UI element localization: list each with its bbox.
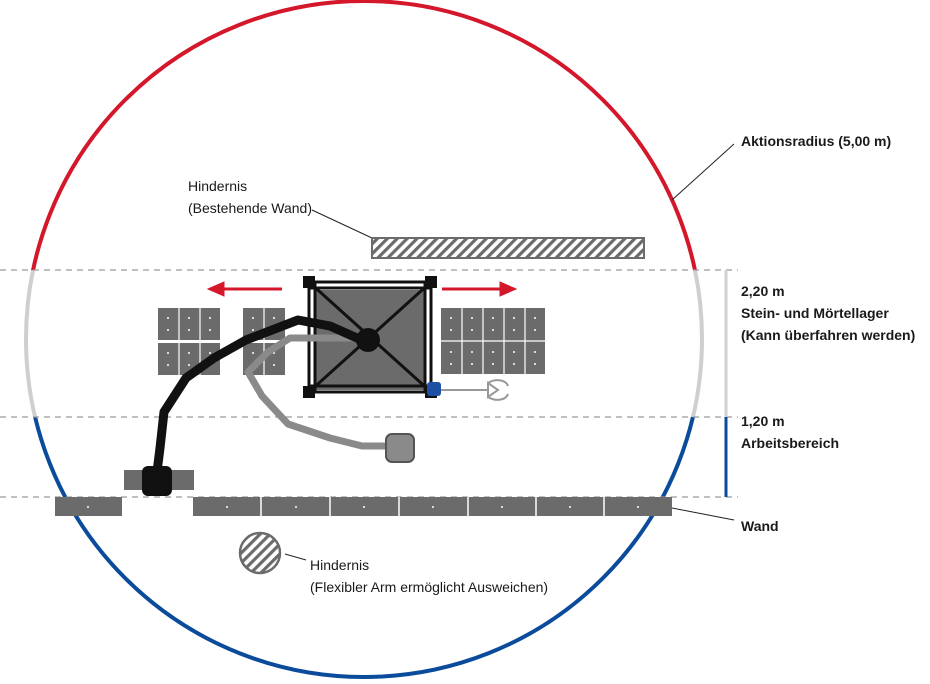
- storage-block-seams-right: [441, 308, 545, 374]
- obstacle-round-leader-line: [284, 553, 307, 561]
- gripper-icon: [124, 466, 194, 496]
- gripper-ghost: [385, 433, 415, 463]
- obstacle-round-title: Hindernis: [310, 557, 370, 573]
- work-dimension-label: 1,20 m: [741, 413, 785, 429]
- obstacle-wall-leader-line: [311, 209, 373, 239]
- round-obstacle: [238, 531, 282, 575]
- storage-dimension-label: 2,20 m: [741, 283, 785, 299]
- obstacle-round-subtitle: (Flexibler Arm ermöglicht Ausweichen): [310, 579, 549, 595]
- existing-wall-obstacle: [371, 237, 645, 259]
- storage-blocks-left: [158, 308, 285, 375]
- work-area-title: Arbeitsbereich: [741, 435, 840, 451]
- storage-subtitle: (Kann überfahren werden): [741, 327, 916, 343]
- wall-leader-line: [671, 507, 735, 521]
- obstacle-wall-subtitle: (Bestehende Wand): [188, 200, 312, 216]
- radius-label: Aktionsradius (5,00 m): [741, 133, 892, 149]
- arrow-left-right-icon: [206, 281, 518, 297]
- motor-unit: [427, 379, 509, 401]
- wall-block-seams: [260, 497, 605, 516]
- block-dots: [87, 317, 639, 508]
- storage-title: Stein- und Mörtellager: [741, 305, 889, 321]
- wall-label: Wand: [741, 518, 779, 534]
- action-radius-circle: [24, 0, 704, 679]
- robot-base-joint: [356, 328, 380, 352]
- obstacle-wall-title: Hindernis: [188, 178, 248, 194]
- robot-arm-ghost: [244, 334, 392, 450]
- radius-leader-line: [671, 143, 735, 201]
- robot-arm-active: [151, 315, 371, 485]
